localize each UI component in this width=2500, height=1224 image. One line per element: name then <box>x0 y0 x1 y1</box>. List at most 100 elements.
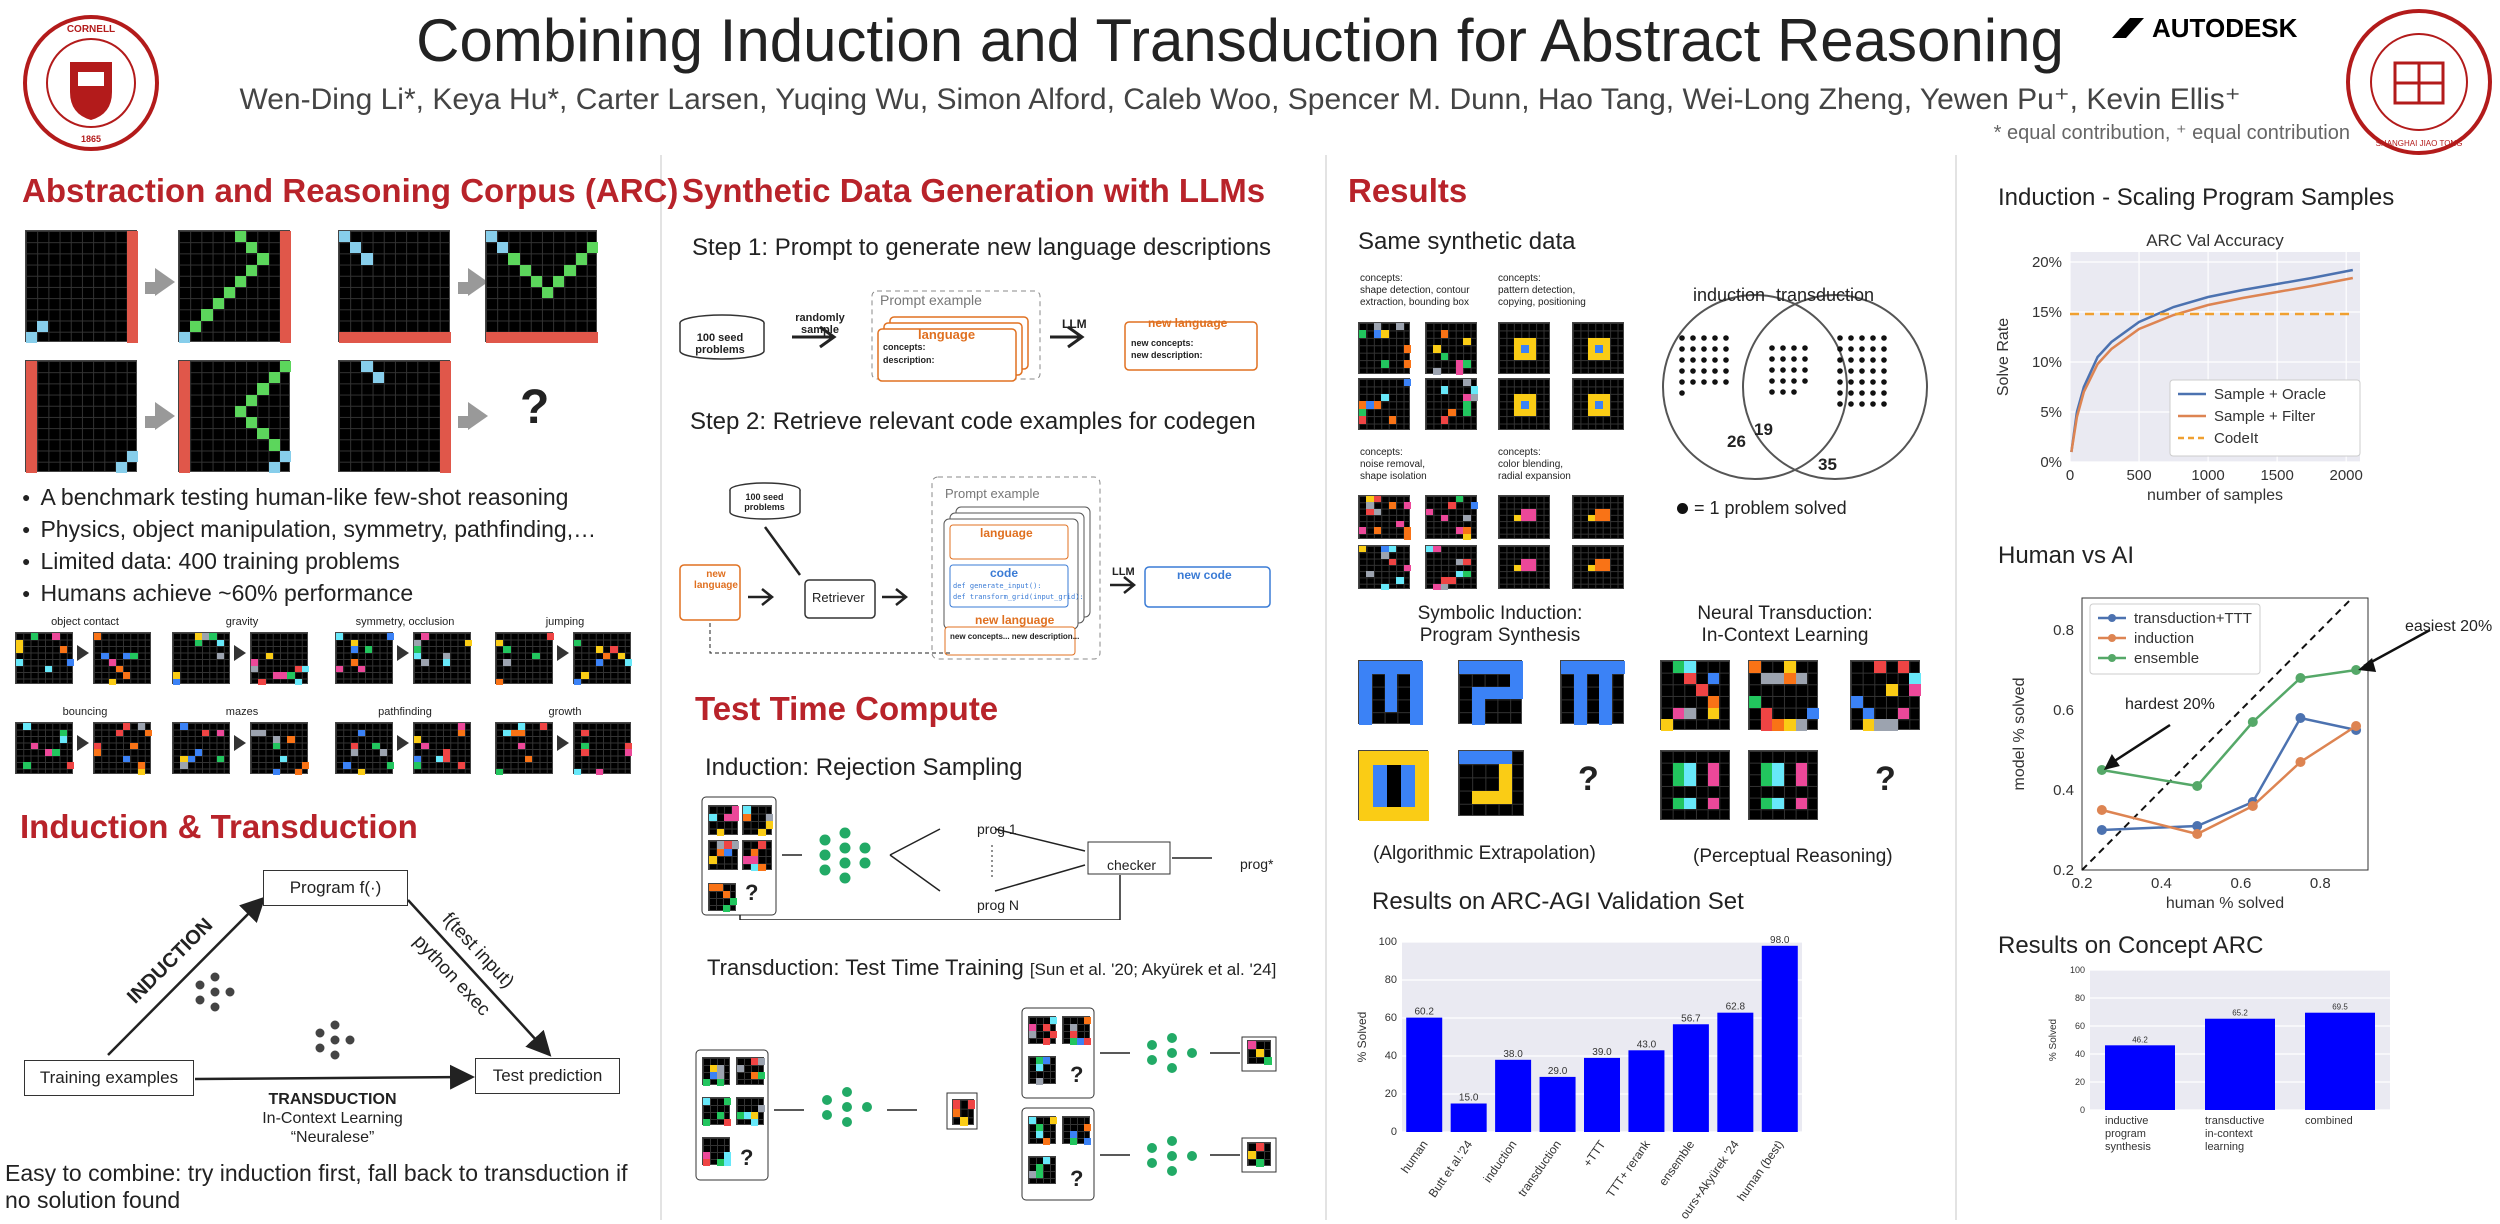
llm-label-2: LLM <box>1112 566 1135 578</box>
concept-output-grid <box>93 722 152 775</box>
x-tick-label: ensemble <box>1656 1137 1697 1188</box>
legend-marker <box>2108 654 2116 662</box>
grid-cell <box>1256 1049 1264 1057</box>
grid-cell <box>1772 719 1784 731</box>
grid-cell <box>1696 684 1708 696</box>
grid-cell <box>1396 521 1404 528</box>
prompt-example-label: Prompt example <box>880 292 982 308</box>
bar-value-label: 39.0 <box>1592 1047 1612 1058</box>
concept-output-grid <box>250 632 309 685</box>
grid-cell <box>414 646 422 653</box>
y-tick-label: 80 <box>1385 974 1397 986</box>
concept-output-grid <box>93 632 151 685</box>
venn-dot-induction <box>1679 368 1685 374</box>
grid-cell <box>1403 527 1411 534</box>
grid-cell <box>1440 352 1449 361</box>
test-prediction-label: Test prediction <box>492 1066 603 1085</box>
grid-cell <box>339 231 351 243</box>
grid-cell <box>1521 558 1537 572</box>
grid-cell <box>1661 719 1673 731</box>
grid-cell <box>272 736 280 743</box>
venn-dot-transduction <box>1837 357 1843 363</box>
y-tick-label: 0 <box>2080 1105 2085 1115</box>
arc-output-grid <box>178 360 291 473</box>
venn-dot-transduction <box>1837 346 1843 352</box>
grid-cell <box>1366 508 1374 515</box>
neuralese-label: “Neuralese” <box>290 1129 375 1146</box>
neu-sub: In-Context Learning <box>1701 625 1869 646</box>
arc-grid <box>1458 660 1523 725</box>
arc-grid <box>708 883 737 912</box>
grid-cell <box>357 665 365 672</box>
grid-cell <box>1381 360 1389 368</box>
arc-grid <box>1028 1156 1056 1184</box>
grid-cell <box>1084 1138 1091 1145</box>
grid-cell <box>1470 393 1478 402</box>
prog-star-label: prog* <box>1240 856 1274 872</box>
x-tick-label: learning <box>2205 1141 2244 1153</box>
concept-output-grid <box>413 632 472 684</box>
grid-cell <box>1403 360 1411 368</box>
venn-dot-induction <box>1723 357 1729 363</box>
bar-value-label: 38.0 <box>1503 1049 1523 1060</box>
grid-cell <box>130 652 138 659</box>
grid-cell <box>1573 661 1587 725</box>
grid-cell <box>361 361 373 373</box>
y-tick-label: 20 <box>2075 1077 2085 1087</box>
grid-cell <box>258 678 266 685</box>
grid-cell <box>30 633 38 640</box>
grid-cell <box>765 813 773 821</box>
arrow-head-icon <box>155 402 175 430</box>
grid-cell <box>123 652 131 659</box>
y-tick-label: 0.8 <box>2053 622 2074 639</box>
arc-grid <box>1572 322 1624 374</box>
combine-note: Easy to combine: try induction first, fa… <box>5 1160 628 1213</box>
concept-label: growth <box>548 706 582 718</box>
algorithmic-extrapolation-label: (Algorithmic Extrapolation) <box>1373 843 1596 864</box>
grid-cell <box>357 768 365 775</box>
easiest-arrow <box>2363 628 2431 668</box>
arc-grid <box>1660 750 1730 820</box>
x-tick-label: program <box>2105 1128 2146 1140</box>
x-tick-label: synthesis <box>2105 1141 2151 1153</box>
new-language-label: new language <box>1148 316 1228 330</box>
llm-label: LLM <box>1062 317 1087 331</box>
new-code-label: new code <box>1177 568 1232 582</box>
venn-dot-transduction <box>1837 390 1843 396</box>
grid-cell <box>731 841 739 849</box>
grid-cell <box>710 1072 717 1079</box>
grid-cell <box>1433 583 1441 590</box>
test-prediction-box: Test prediction <box>475 1058 620 1094</box>
x-tick-label: 0 <box>2066 467 2074 484</box>
grid-cell <box>457 723 465 730</box>
training-examples-label: Training examples <box>39 1068 179 1087</box>
poster-title: Combining Induction and Transduction for… <box>416 7 2064 74</box>
y-axis-label: % Solved <box>2048 1019 2059 1061</box>
grid-cell <box>1373 401 1382 409</box>
grid-cell <box>336 633 344 640</box>
arrow-icon <box>557 735 569 751</box>
grid-cell <box>1760 719 1773 731</box>
venn-dot-transduction <box>1859 401 1865 407</box>
grid-cell <box>52 633 60 640</box>
venn-mid-count: 19 <box>1754 420 1773 439</box>
grid-cell <box>94 742 102 749</box>
grid-cell <box>751 1112 758 1119</box>
venn-dot-both <box>1791 378 1797 384</box>
venn-dot-both <box>1780 367 1786 373</box>
grid-cell <box>1433 367 1441 375</box>
venn-dot-transduction <box>1859 357 1865 363</box>
grid-cell <box>257 253 269 265</box>
grid-cell <box>187 755 195 762</box>
venn-dot-transduction <box>1859 346 1865 352</box>
grid-cell <box>246 394 258 406</box>
grid-cell <box>758 841 766 849</box>
grid-cell <box>1401 765 1415 807</box>
grid-cell <box>414 755 422 762</box>
arc-grid <box>1498 322 1550 374</box>
grid-cell <box>1440 514 1449 522</box>
arc-grid <box>1028 1056 1056 1085</box>
human-ai-title: Human vs AI <box>1998 542 2135 569</box>
grid-cell <box>30 742 38 749</box>
arc-grid <box>1425 545 1477 590</box>
